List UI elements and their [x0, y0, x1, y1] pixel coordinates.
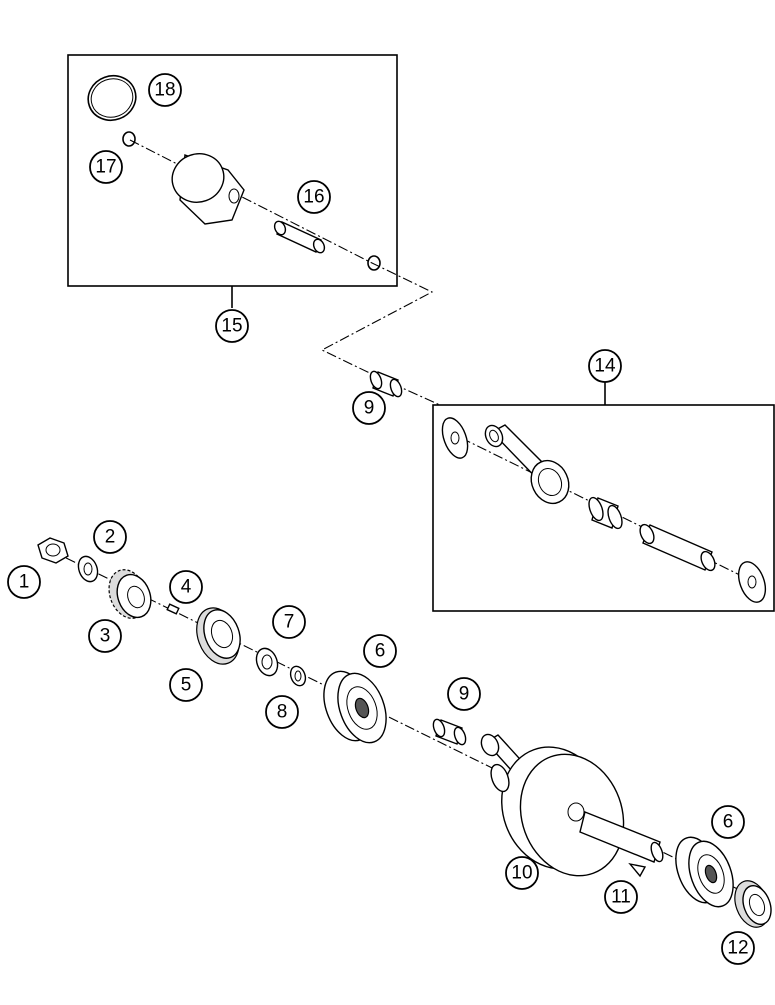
callout-5-label: 5 — [181, 675, 192, 696]
callout-9-lower-label: 9 — [459, 684, 470, 705]
conrod-needle-bearing — [588, 496, 623, 530]
piston-pin — [273, 220, 326, 254]
callout-4-label: 4 — [181, 577, 192, 598]
crank-pin — [639, 523, 716, 572]
callout-10-label: 10 — [511, 863, 532, 884]
hex-nut — [37, 537, 69, 564]
callout-6-right-label: 6 — [723, 812, 734, 833]
callout-3: 3 — [88, 619, 122, 653]
spacer-ring — [289, 665, 307, 687]
callout-11-label: 11 — [611, 887, 631, 908]
callout-1-label: 1 — [19, 572, 30, 593]
callout-12: 12 — [721, 931, 755, 965]
needle-bushing-upper — [369, 370, 403, 398]
callout-2: 2 — [93, 520, 127, 554]
callout-6-left-label: 6 — [375, 641, 386, 662]
callout-7: 7 — [272, 605, 306, 639]
callout-14-label: 14 — [594, 356, 616, 377]
callout-16: 16 — [297, 180, 331, 214]
piston-axis-line — [129, 139, 441, 406]
callout-18-label: 18 — [154, 80, 175, 101]
piston-kit-box — [67, 54, 398, 308]
callout-9-upper: 9 — [352, 391, 386, 425]
callout-12-label: 12 — [727, 938, 748, 959]
conrod-kit-box — [432, 380, 775, 612]
callout-2-label: 2 — [105, 527, 116, 548]
callout-7-label: 7 — [284, 612, 295, 633]
callout-16-label: 16 — [303, 187, 324, 208]
callout-8-label: 8 — [277, 702, 288, 723]
primary-gear — [108, 569, 152, 619]
callout-1: 1 — [7, 565, 41, 599]
washer — [77, 555, 99, 583]
piston — [171, 153, 245, 225]
thrust-washer-right — [737, 561, 767, 603]
callout-8: 8 — [265, 695, 299, 729]
callout-17-label: 17 — [95, 157, 116, 178]
circlip-right — [367, 255, 381, 271]
callout-17: 17 — [89, 150, 123, 184]
callout-15: 15 — [215, 309, 249, 343]
callout-15-label: 15 — [221, 316, 242, 337]
callout-11: 11 — [604, 880, 638, 914]
shaft-seal-right — [734, 880, 772, 928]
connecting-rod — [484, 424, 570, 505]
crankshaft-key — [628, 862, 647, 878]
woodruff-key — [166, 603, 180, 615]
main-bearing-left — [323, 670, 387, 744]
shaft-seal — [196, 607, 241, 665]
callout-9-lower: 9 — [447, 677, 481, 711]
needle-bushing-lower — [432, 718, 467, 746]
main-bearing-right — [675, 836, 734, 908]
thrust-washer-left — [441, 417, 469, 459]
shim-washer — [255, 647, 279, 677]
callout-18: 18 — [148, 73, 182, 107]
callout-6-left: 6 — [363, 634, 397, 668]
callout-6-right: 6 — [711, 805, 745, 839]
callout-10: 10 — [505, 856, 539, 890]
callout-3-label: 3 — [100, 626, 111, 647]
circlip-left — [122, 131, 136, 147]
crankshaft — [480, 733, 664, 877]
callout-4: 4 — [169, 570, 203, 604]
callout-5: 5 — [169, 668, 203, 702]
callout-14: 14 — [588, 349, 622, 383]
piston-ring — [87, 74, 137, 122]
callout-9-upper-label: 9 — [364, 398, 375, 419]
